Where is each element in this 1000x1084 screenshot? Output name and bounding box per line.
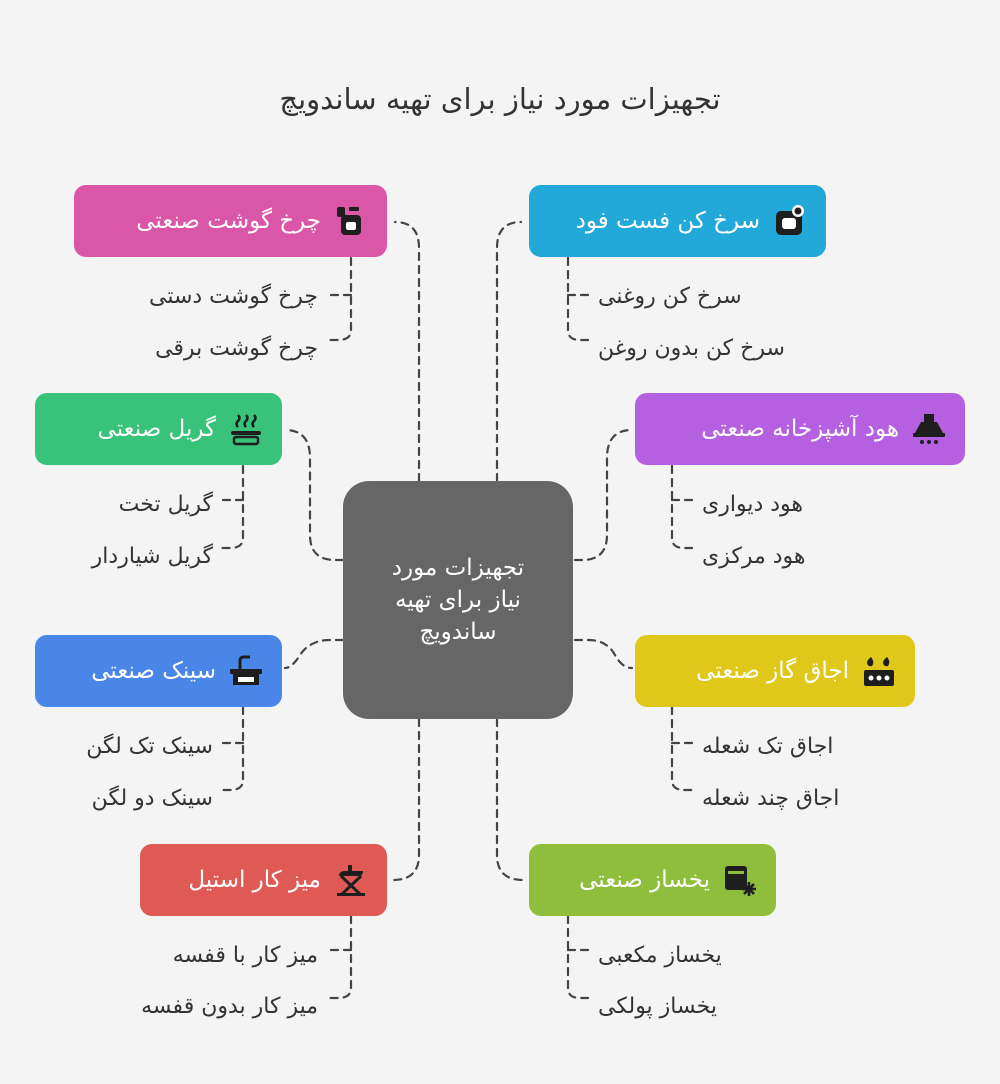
sub-item: سینک دو لگن bbox=[91, 786, 213, 811]
sub-item: میز کار با قفسه bbox=[172, 943, 318, 968]
category-label: سرخ کن فست فود bbox=[575, 208, 760, 234]
category-label: هود آشپزخانه صنعتی bbox=[701, 416, 899, 442]
connector-grill bbox=[283, 428, 345, 562]
sub-item: اجاق چند شعله bbox=[702, 786, 840, 811]
category-label: گریل صنعتی bbox=[97, 416, 216, 442]
sub-item: سینک تک لگن bbox=[86, 734, 213, 759]
center-label: تجهیزات مورد نیاز برای تهیه ساندویچ bbox=[391, 555, 525, 645]
connector-meat-grinder bbox=[393, 220, 421, 483]
category-stove: اجاق گاز صنعتی bbox=[635, 635, 915, 707]
sub-item: سرخ کن بدون روغن bbox=[598, 336, 785, 361]
connector-sink bbox=[283, 638, 345, 670]
category-worktable: میز کار استیل bbox=[140, 844, 387, 916]
connector-stove bbox=[573, 638, 634, 670]
category-fryer: سرخ کن فست فود bbox=[529, 185, 826, 257]
category-sink: سینک صنعتی bbox=[35, 635, 282, 707]
connector-ice-maker bbox=[495, 717, 525, 882]
connector-hood bbox=[573, 428, 634, 562]
sub-item: اجاق تک شعله bbox=[702, 734, 834, 759]
sub-item: هود مرکزی bbox=[702, 544, 806, 569]
stove-icon bbox=[864, 657, 894, 686]
category-label: چرخ گوشت صنعتی bbox=[136, 208, 321, 234]
category-grill: گریل صنعتی bbox=[35, 393, 282, 465]
category-hood: هود آشپزخانه صنعتی bbox=[635, 393, 965, 465]
fryer-icon bbox=[776, 205, 804, 235]
worktable-icon bbox=[337, 865, 365, 897]
sub-item: یخساز پولکی bbox=[598, 994, 717, 1019]
sub-item: گریل شیاردار bbox=[91, 544, 213, 569]
sub-item: چرخ گوشت دستی bbox=[148, 284, 318, 309]
category-label: یخساز صنعتی bbox=[579, 867, 710, 893]
sub-item: چرخ گوشت برقی bbox=[155, 336, 318, 361]
sub-item: هود دیواری bbox=[702, 492, 803, 517]
connector-worktable bbox=[391, 717, 421, 882]
category-label: اجاق گاز صنعتی bbox=[696, 658, 849, 684]
sink-icon bbox=[230, 655, 262, 685]
sub-item: یخساز مکعبی bbox=[598, 943, 722, 968]
meat-grinder-icon bbox=[337, 207, 361, 235]
diagram-title: تجهیزات مورد نیاز برای تهیه ساندویچ bbox=[279, 82, 721, 116]
sub-item: میز کار بدون قفسه bbox=[141, 994, 318, 1019]
connector-fryer bbox=[495, 220, 523, 483]
category-label: سینک صنعتی bbox=[91, 658, 216, 684]
ice-maker-icon bbox=[725, 866, 756, 896]
center-node: تجهیزات مورد نیاز برای تهیه ساندویچ bbox=[343, 481, 573, 719]
category-label: میز کار استیل bbox=[188, 867, 321, 893]
grill-icon bbox=[231, 414, 261, 446]
category-meat-grinder: چرخ گوشت صنعتی bbox=[74, 185, 387, 257]
sub-item: گریل تخت bbox=[118, 492, 213, 517]
category-ice-maker: یخساز صنعتی bbox=[529, 844, 776, 916]
hood-icon bbox=[913, 414, 945, 444]
sub-item: سرخ کن روغنی bbox=[598, 284, 742, 309]
